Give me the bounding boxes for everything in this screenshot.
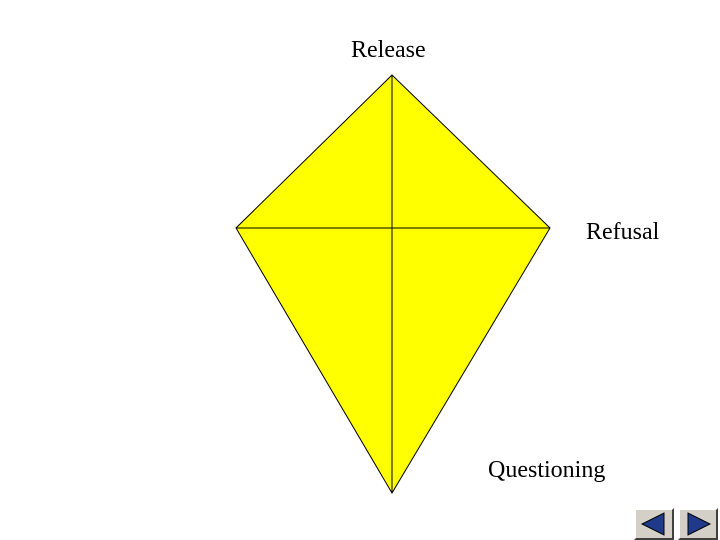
label-release: Release: [351, 37, 426, 64]
triangle-left-icon: [636, 510, 672, 538]
previous-slide-button[interactable]: [634, 508, 674, 540]
next-slide-button[interactable]: [678, 508, 718, 540]
kite-shape: [236, 75, 550, 493]
triangle-right-icon: [680, 510, 716, 538]
label-questioning: Questioning: [488, 457, 605, 484]
label-refusal: Refusal: [586, 219, 659, 246]
